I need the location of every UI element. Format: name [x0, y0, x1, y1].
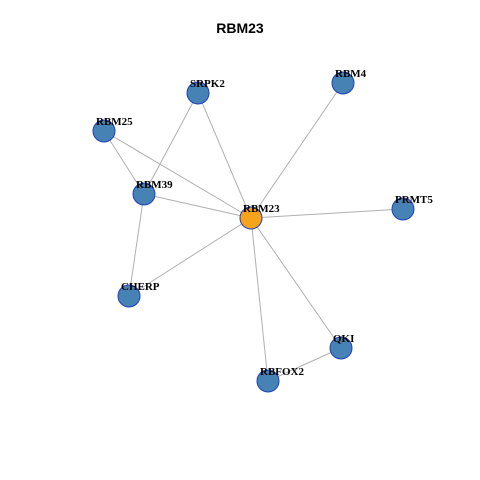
- node-label-rbfox2: RBFOX2: [260, 366, 305, 378]
- edge-qki-rbfox2: [267, 347, 342, 382]
- node-label-prmt5: PRMT5: [395, 194, 433, 206]
- edge-srpk2-rbm39: [143, 92, 199, 195]
- edge-rbm39-cherp: [128, 193, 145, 297]
- node-prmt5: [391, 197, 415, 221]
- edges-layer: [103, 82, 404, 382]
- node-label-rbm4: RBM4: [335, 68, 367, 80]
- node-rbfox2: [256, 369, 280, 393]
- node-qki: [329, 336, 353, 360]
- node-label-rbm39: RBM39: [136, 179, 173, 191]
- graph-title: RBM23: [216, 20, 264, 36]
- nodes-layer: [92, 71, 415, 393]
- edge-rbm23-rbm39: [143, 193, 252, 219]
- node-label-rbm25: RBM25: [96, 116, 133, 128]
- node-rbm25: [92, 119, 116, 143]
- node-label-srpk2: SRPK2: [190, 78, 225, 90]
- edge-rbm23-qki: [250, 217, 342, 349]
- edge-rbm23-cherp: [128, 217, 252, 297]
- node-rbm39: [132, 182, 156, 206]
- node-label-cherp: CHERP: [121, 281, 160, 293]
- edge-rbm23-prmt5: [250, 208, 404, 219]
- node-srpk2: [186, 81, 210, 105]
- node-label-qki: QKI: [333, 333, 354, 345]
- edge-rbm25-rbm39: [103, 130, 145, 195]
- node-rbm4: [331, 71, 355, 95]
- node-label-rbm23: RBM23: [243, 203, 280, 215]
- edge-rbm23-rbm25: [103, 130, 252, 219]
- edge-rbm23-rbfox2: [250, 217, 269, 382]
- edge-rbm23-rbm4: [250, 82, 344, 219]
- node-rbm23: [239, 206, 263, 230]
- node-cherp: [117, 284, 141, 308]
- edge-rbm23-srpk2: [197, 92, 252, 219]
